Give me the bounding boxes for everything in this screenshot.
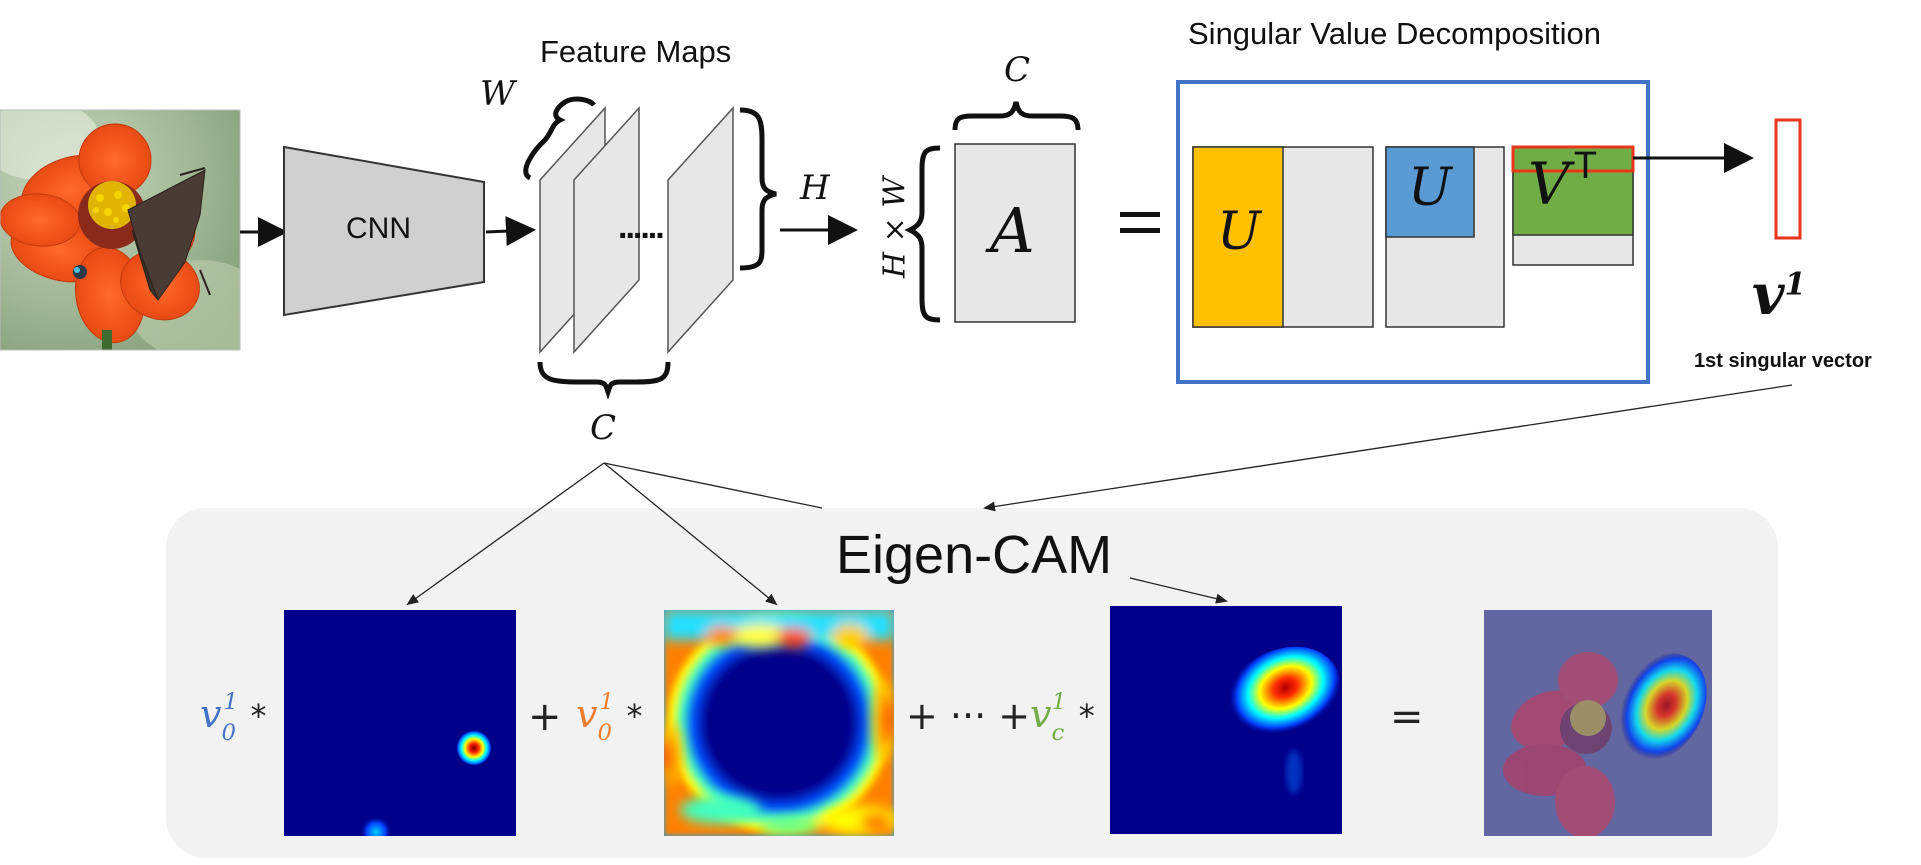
arrow-c-to-map2 xyxy=(603,462,778,606)
output-overlay-image xyxy=(1484,610,1712,836)
u-mid-label: U xyxy=(1408,158,1452,218)
term2-sup: 1 xyxy=(599,688,614,715)
input-flower-photo xyxy=(0,110,240,350)
feature-map-last xyxy=(667,106,734,354)
feature-map-ellipsis: ...... xyxy=(618,208,665,246)
v1-superscript: 1 xyxy=(1784,266,1806,303)
brace-hxw xyxy=(904,145,941,323)
brace-w xyxy=(523,96,596,181)
vt-superscript: T xyxy=(1573,145,1598,187)
equation-term-3: vc 1 * xyxy=(1030,688,1095,746)
term2-v: v xyxy=(576,692,598,736)
h-label: H xyxy=(800,168,830,208)
v1-vector xyxy=(1774,118,1802,240)
term3-v: v xyxy=(1030,692,1052,736)
result-equals: = xyxy=(1390,694,1424,740)
arrow-c-to-map1 xyxy=(406,462,605,606)
c-bottom-label: C xyxy=(590,408,617,448)
heatmap-2 xyxy=(664,610,894,836)
term1-sup: 1 xyxy=(223,688,238,715)
cnn-block xyxy=(283,145,485,317)
v1-label: v1 xyxy=(1752,262,1806,328)
equation-term-1: v0 1 * xyxy=(200,688,267,746)
equals-bar-top xyxy=(1120,212,1160,217)
singular-vector-caption: 1st singular vector xyxy=(1694,350,1872,372)
plus-dots-plus: + ··· + xyxy=(906,694,1031,738)
svd-box xyxy=(1176,80,1650,384)
c-top-label: C xyxy=(1004,50,1031,90)
arrow-v1-to-panel xyxy=(983,384,1793,512)
term1-star: * xyxy=(250,697,267,735)
input-photo-frame xyxy=(0,109,241,351)
cnn-label: CNN xyxy=(346,212,411,245)
sigma-matrix-block xyxy=(1385,146,1475,238)
feature-map-2 xyxy=(573,106,640,354)
term1-sub: 0 xyxy=(221,720,236,747)
feature-map-stack xyxy=(539,106,734,354)
eigen-cam-title: Eigen-CAM xyxy=(836,525,1113,585)
term1-v: v xyxy=(200,692,222,736)
heatmap-3 xyxy=(1110,606,1342,834)
hxw-label: H × W xyxy=(877,176,913,279)
arrow-to-map3 xyxy=(1129,577,1228,604)
u-left-label: U xyxy=(1217,202,1261,262)
brace-c-bottom xyxy=(537,361,671,400)
equation-term-2: v0 1 * xyxy=(576,688,643,746)
arrow-cnn-to-features xyxy=(485,216,536,247)
vt-base: V xyxy=(1528,150,1570,218)
vt-matrix-rows xyxy=(1512,146,1634,236)
brace-c-top xyxy=(952,101,1081,131)
term3-sub: c xyxy=(1051,720,1065,747)
svd-title: Singular Value Decomposition xyxy=(1188,16,1601,51)
term3-star: * xyxy=(1078,697,1095,735)
u-matrix-columns xyxy=(1192,146,1284,328)
eigen-cam-panel xyxy=(166,508,1778,858)
term3-sup: 1 xyxy=(1051,688,1067,715)
a-label: A xyxy=(990,194,1035,267)
brace-h xyxy=(739,107,777,271)
matrix-a xyxy=(954,143,1076,323)
term2-sub: 0 xyxy=(597,720,612,747)
heatmap-1 xyxy=(284,610,516,836)
plus-1: + xyxy=(528,694,562,740)
line-c-to-panel xyxy=(603,462,823,509)
equals-bar-bottom xyxy=(1120,228,1160,233)
v1-base: v xyxy=(1752,262,1785,328)
term2-star: * xyxy=(626,697,643,735)
w-label: W xyxy=(480,74,515,114)
feature-maps-title: Feature Maps xyxy=(540,34,732,69)
